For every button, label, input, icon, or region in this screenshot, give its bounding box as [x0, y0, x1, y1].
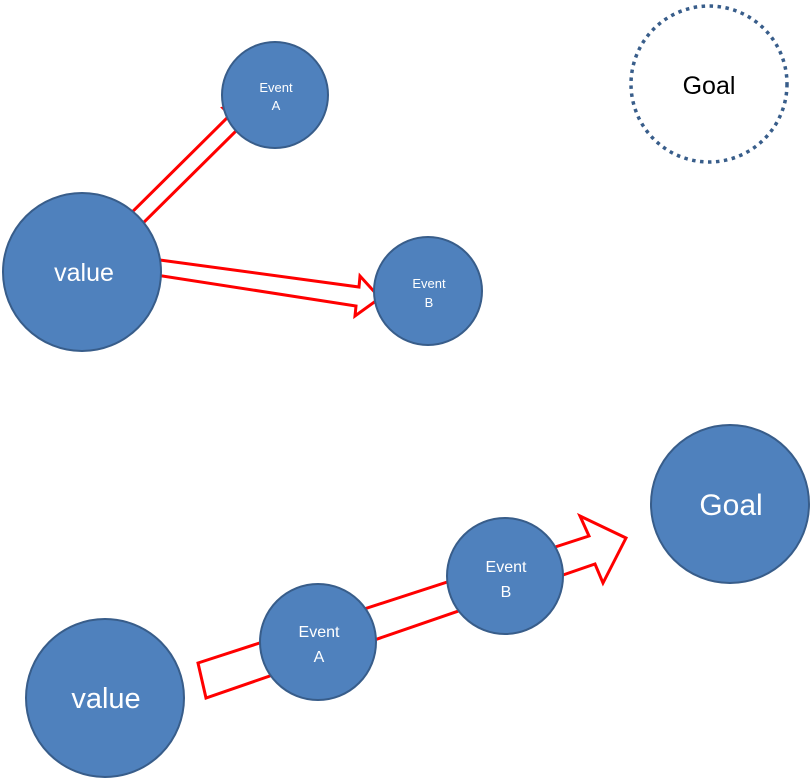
bottom-event-a-label-line1: Event [299, 624, 340, 641]
bottom-goal-node [650, 424, 810, 584]
top-section: value Event A Event B Goal [2, 4, 789, 352]
top-event-a-node [221, 41, 329, 149]
bottom-section: value Event A Event B Goal [25, 424, 810, 778]
bottom-event-b-label-line2: B [501, 584, 512, 601]
bottom-long-arrow [196, 512, 629, 700]
top-arrow-to-event-b [141, 256, 383, 320]
bottom-goal-label: Goal [699, 489, 762, 522]
bottom-event-a-node [259, 583, 377, 701]
top-event-b-node [373, 236, 483, 346]
bottom-event-b-label-line1: Event [486, 559, 527, 576]
top-goal-node [629, 4, 789, 164]
bottom-event-b-node [446, 517, 564, 635]
top-event-a-label-line2: A [272, 98, 281, 113]
top-value-node [2, 192, 162, 352]
top-goal-label: Goal [683, 72, 736, 100]
bottom-value-label: value [71, 683, 140, 715]
top-value-label: value [54, 259, 114, 287]
bottom-value-node [25, 618, 185, 778]
bottom-event-a-label-line2: A [314, 649, 325, 666]
top-event-b-label-line2: B [425, 295, 434, 310]
top-event-a-label-line1: Event [259, 80, 293, 95]
top-event-b-label-line1: Event [412, 276, 446, 291]
